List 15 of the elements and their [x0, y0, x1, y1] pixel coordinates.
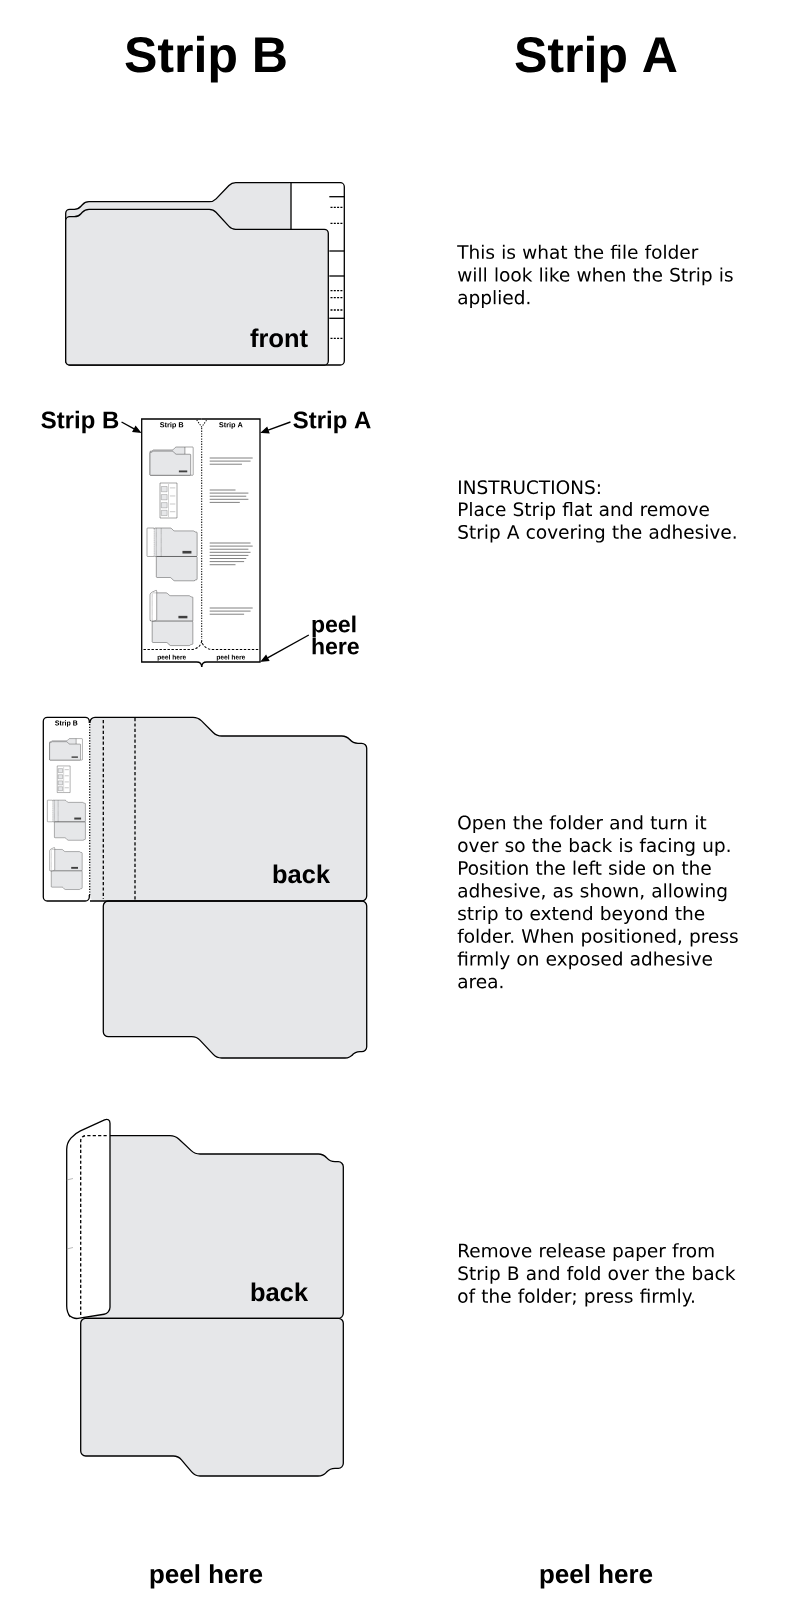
callout-label: Strip A: [293, 410, 371, 434]
instruction-text: This is what the file folder will look like when the Strip is applied.: [457, 244, 733, 308]
callout-label: Strip B: [41, 410, 119, 434]
folder-illustration: front: [65, 182, 345, 366]
instruction-heading: INSTRUCTIONS:: [459, 480, 600, 495]
instruction-text: Remove release paper from Strip B and fold over the back of the folder; press firmly.: [458, 1243, 736, 1307]
folder-illustration: back: [89, 716, 368, 1059]
column-heading: Strip A: [515, 35, 677, 83]
instruction-text: Place Strip flat and remove Strip A covering the adhesive.: [458, 501, 736, 543]
folder-illustration: back: [66, 1118, 344, 1477]
instruction-text: Open the folder and turn it over so the back is facing up. Position the left side on the adhesive, as shown, allowing strip to extend beyond the folder. When positioned, press firmly on exposed adhesive area.: [457, 815, 738, 989]
callout-label: peel here: [312, 615, 359, 655]
footer-label: peel here: [150, 1564, 263, 1589]
column-heading: Strip B: [125, 35, 286, 83]
footer-label: peel here: [540, 1564, 653, 1589]
